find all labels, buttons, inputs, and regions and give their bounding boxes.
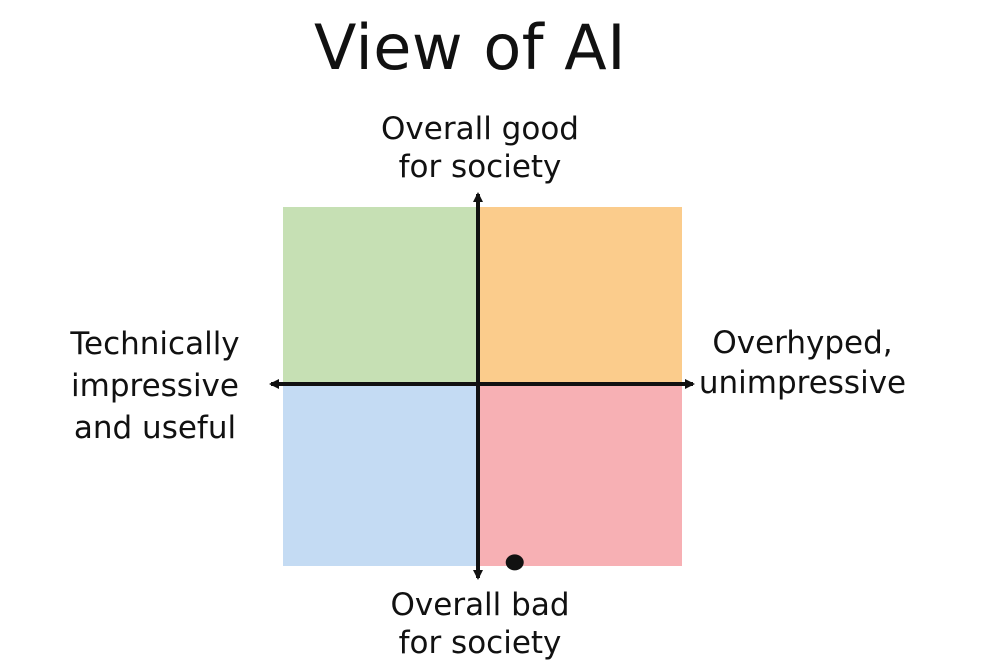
axis-label-bottom-line-1: Overall bad bbox=[390, 587, 570, 623]
diagram-title: View of AI bbox=[313, 11, 626, 84]
axis-label-bottom: Overall bad for society bbox=[330, 586, 630, 662]
quadrant-top-left bbox=[283, 207, 478, 384]
axis-label-left: Technically impressive and useful bbox=[60, 323, 250, 449]
quadrant-top-right bbox=[478, 207, 682, 384]
axis-label-top-line-2: for society bbox=[398, 149, 562, 185]
axis-label-right-line-2: unimpressive bbox=[698, 365, 907, 401]
axis-label-right-line-1: Overhyped, bbox=[712, 325, 893, 361]
position-marker-dot bbox=[505, 554, 524, 571]
axis-label-left-line-2: impressive bbox=[71, 368, 239, 404]
axis-label-top: Overall good for society bbox=[330, 110, 630, 186]
quadrant-bottom-left bbox=[283, 384, 478, 566]
axis-label-bottom-line-2: for society bbox=[398, 625, 562, 661]
axis-label-right: Overhyped, unimpressive bbox=[695, 323, 910, 403]
axis-label-left-line-1: Technically bbox=[70, 326, 240, 362]
axis-label-top-line-1: Overall good bbox=[381, 111, 579, 147]
axis-label-left-line-3: and useful bbox=[73, 410, 237, 446]
quadrant-bottom-right bbox=[478, 384, 682, 566]
